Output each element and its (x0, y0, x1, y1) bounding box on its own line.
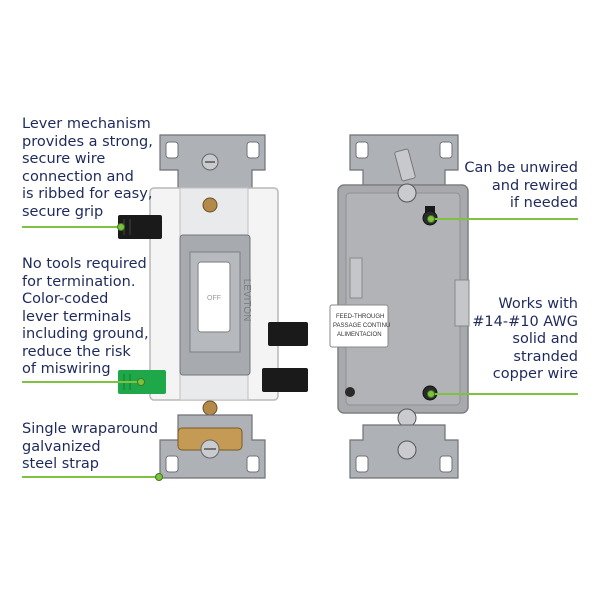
brand-label: LEVITON (241, 279, 252, 322)
toggle-label: OFF (207, 295, 221, 302)
back-switch: FEED-THROUGH PASSAGE CONTINU ALIMENTACIO… (329, 134, 470, 479)
front-switch: OFF LEVITON (118, 134, 308, 479)
feed-label-line-1: FEED-THROUGH (336, 314, 384, 320)
leader-dot-strap (155, 473, 163, 481)
toggle-lever[interactable] (197, 261, 231, 333)
callout-steel-strap: Single wraparound galvanized steel strap (22, 421, 159, 472)
leader-line-strap (22, 476, 158, 478)
front-black-lever-right-bottom-icon[interactable] (262, 368, 308, 392)
front-brass-screw-lower-icon (202, 400, 218, 416)
leader-line-lever (22, 226, 120, 228)
leader-dot-no-tools (137, 378, 145, 386)
leader-dot-unwired (427, 215, 435, 223)
feed-through-label (329, 304, 389, 348)
feed-label-line-2: PASSAGE CONTINU (333, 323, 390, 329)
leader-line-unwired (430, 218, 578, 220)
front-brass-screw-upper-icon (202, 197, 218, 213)
leader-dot-awg (427, 390, 435, 398)
leader-dot-lever (117, 223, 125, 231)
back-bottom-screw-icon (397, 408, 417, 428)
callout-lever-mechanism: Lever mechanism provides a strong, secur… (22, 116, 153, 220)
front-black-lever-top-icon[interactable] (118, 215, 162, 239)
callout-awg: Works with #14-#10 AWG solid and strande… (472, 296, 578, 382)
feed-label-line-3: ALIMENTACION (337, 332, 382, 338)
leader-line-awg (430, 393, 578, 395)
callout-no-tools: No tools required for termination. Color… (22, 256, 149, 377)
callout-unwired: Can be unwired and rewired if needed (464, 160, 578, 211)
leader-line-no-tools (22, 381, 140, 383)
back-top-screw-icon (397, 183, 417, 203)
svg-text:FEED-THROUGH PASSAGE CON: FEED-THROUGH PASSAGE CONTINU ALIMENTACIO… (333, 314, 392, 338)
front-black-lever-right-top-icon[interactable] (268, 322, 308, 346)
